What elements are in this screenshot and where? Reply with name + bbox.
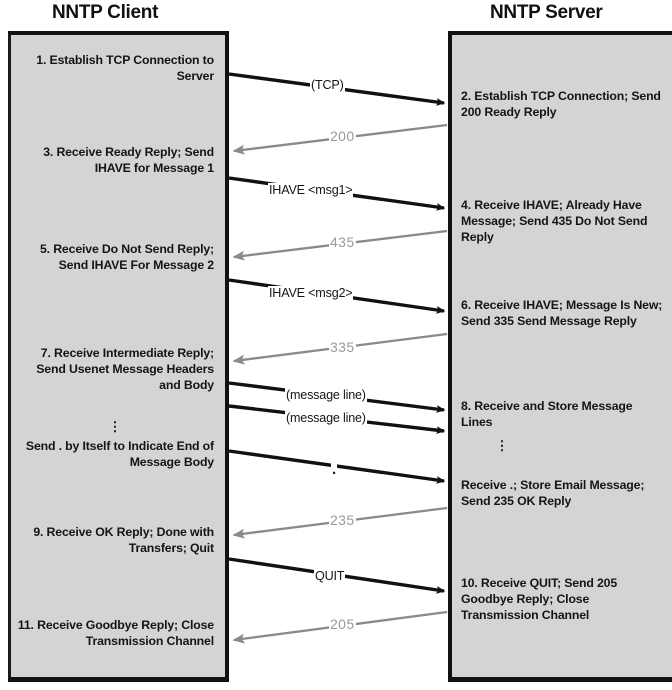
- client-lifeline-box: [8, 31, 229, 682]
- label-msg-435: 435: [329, 234, 356, 250]
- server-step-4: 4. Receive IHAVE; Already Have Message; …: [461, 198, 648, 245]
- label-msg-200: 200: [329, 128, 356, 144]
- server-step-6: 6. Receive IHAVE; Message Is New; Send 3…: [461, 298, 663, 329]
- client-step-9: 9. Receive OK Reply; Done with Transfers…: [33, 525, 214, 556]
- client-step-11: 11. Receive Goodbye Reply; Close Transmi…: [17, 618, 214, 649]
- client-step-5: 5. Receive Do Not Send Reply; Send IHAVE…: [39, 242, 214, 273]
- label-msg-quit: QUIT: [314, 569, 346, 583]
- server-step-2: 2. Establish TCP Connection; Send 200 Re…: [461, 89, 661, 120]
- client-step-send-dot: Send . by Itself to Indicate End of Mess…: [25, 439, 214, 470]
- label-msg-dot: .: [331, 461, 337, 478]
- label-msg-line-2: (message line): [285, 411, 367, 425]
- client-ellipsis: ⋮: [75, 419, 155, 434]
- client-step-7: 7. Receive Intermediate Reply; Send Usen…: [36, 346, 214, 393]
- label-msg-205: 205: [329, 616, 356, 632]
- client-column-title: NNTP Client: [52, 2, 159, 23]
- server-step-10: 10. Receive QUIT; Send 205 Goodbye Reply…: [461, 576, 618, 623]
- client-ellipsis-glyph: ⋮: [108, 419, 122, 434]
- server-column-title: NNTP Server: [490, 2, 603, 23]
- label-msg-tcp: (TCP): [310, 78, 345, 92]
- server-ellipsis-glyph: ⋮: [495, 438, 509, 453]
- label-msg-ihave-2: IHAVE <msg2>: [268, 286, 354, 300]
- server-lifeline-box: [448, 31, 672, 682]
- label-msg-335: 335: [329, 339, 356, 355]
- server-ellipsis: ⋮: [472, 438, 532, 453]
- label-msg-ihave-1: IHAVE <msg1>: [268, 183, 354, 197]
- label-msg-235: 235: [329, 512, 356, 528]
- client-step-3: 3. Receive Ready Reply; Send IHAVE for M…: [43, 145, 214, 176]
- label-msg-line-1: (message line): [285, 388, 367, 402]
- server-step-8: 8. Receive and Store Message Lines: [461, 399, 633, 430]
- server-step-receive-dot: Receive .; Store Email Message; Send 235…: [461, 478, 645, 509]
- client-step-1: 1. Establish TCP Connection to Server: [36, 53, 214, 84]
